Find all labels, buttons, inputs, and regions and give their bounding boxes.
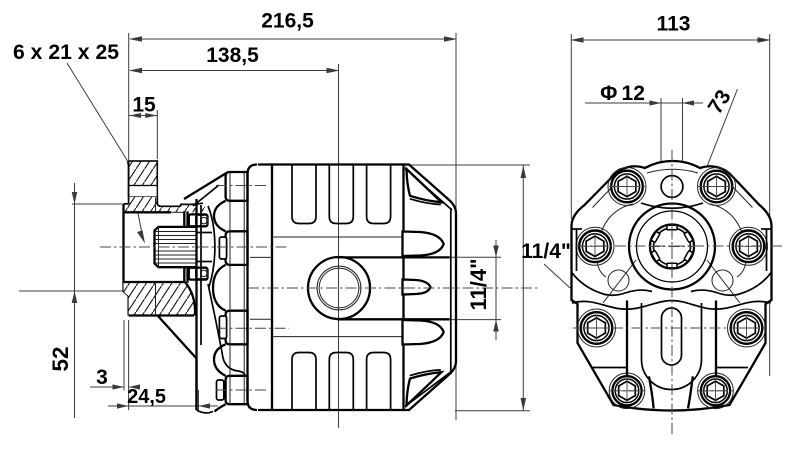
svg-text:52: 52: [48, 346, 73, 371]
svg-text:Φ 12: Φ 12: [600, 82, 645, 105]
svg-text:6 x 21 x 25: 6 x 21 x 25: [13, 41, 119, 64]
svg-text:138,5: 138,5: [206, 44, 259, 67]
svg-text:216,5: 216,5: [261, 10, 314, 33]
svg-text:11/4": 11/4": [466, 258, 491, 310]
svg-text:11/4": 11/4": [521, 240, 571, 263]
svg-text:3: 3: [96, 366, 108, 389]
svg-text:15: 15: [132, 94, 156, 117]
svg-text:113: 113: [657, 13, 691, 36]
svg-text:24,5: 24,5: [127, 386, 166, 408]
